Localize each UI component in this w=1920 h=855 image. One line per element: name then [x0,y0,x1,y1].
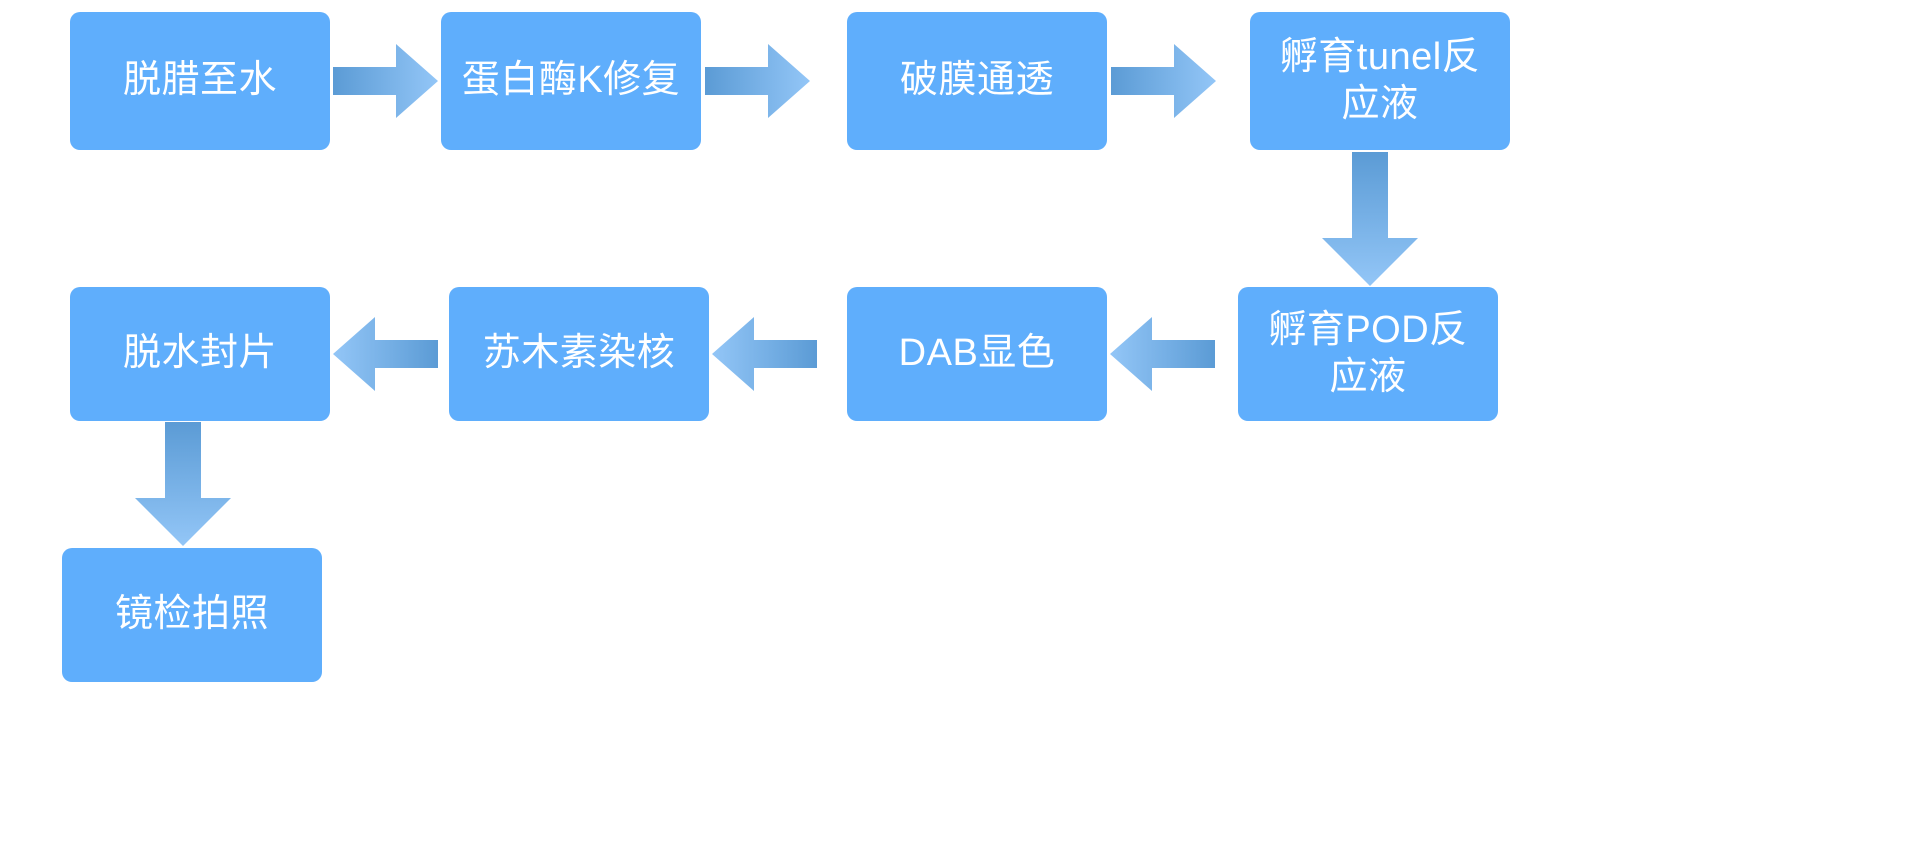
flow-node-dab-xianse[interactable]: DAB显色 [847,287,1107,421]
arrow-left-2 [712,317,817,391]
flow-node-label: 镜检拍照 [114,593,269,636]
flow-node-danbaimeik-xiufu[interactable]: 蛋白酶K修复 [441,12,701,150]
flow-node-pomo-tongtou[interactable]: 破膜通透 [847,12,1107,150]
arrow-right-3 [1111,44,1216,118]
arrow-down-2 [135,422,231,546]
arrow-right-1 [333,44,438,118]
flow-node-tuola-zhishui[interactable]: 脱腊至水 [70,12,330,150]
flow-node-label: 苏木素染核 [482,332,676,375]
arrow-left-1 [1110,317,1215,391]
arrow-left-3 [333,317,438,391]
flow-node-jingjian-paizhao[interactable]: 镜检拍照 [62,548,322,682]
flow-node-label: 脱腊至水 [122,59,277,102]
arrow-right-2 [705,44,810,118]
flow-node-label: 破膜通透 [899,59,1054,102]
arrow-down-1 [1322,152,1418,286]
flow-node-label: 孵育POD反 应液 [1268,308,1468,399]
flow-node-sumusu-ranhe[interactable]: 苏木素染核 [449,287,709,421]
flow-node-fuyu-pod-fanyingye[interactable]: 孵育POD反 应液 [1238,287,1498,421]
flow-node-label: DAB显色 [898,332,1056,375]
flow-node-label: 脱水封片 [122,332,277,375]
flow-node-fuyu-tunel-fanyingye[interactable]: 孵育tunel反 应液 [1250,12,1510,150]
flow-node-label: 蛋白酶K修复 [461,59,681,102]
flow-node-tuoshui-fengpian[interactable]: 脱水封片 [70,287,330,421]
flow-node-label: 孵育tunel反 应液 [1279,35,1481,126]
